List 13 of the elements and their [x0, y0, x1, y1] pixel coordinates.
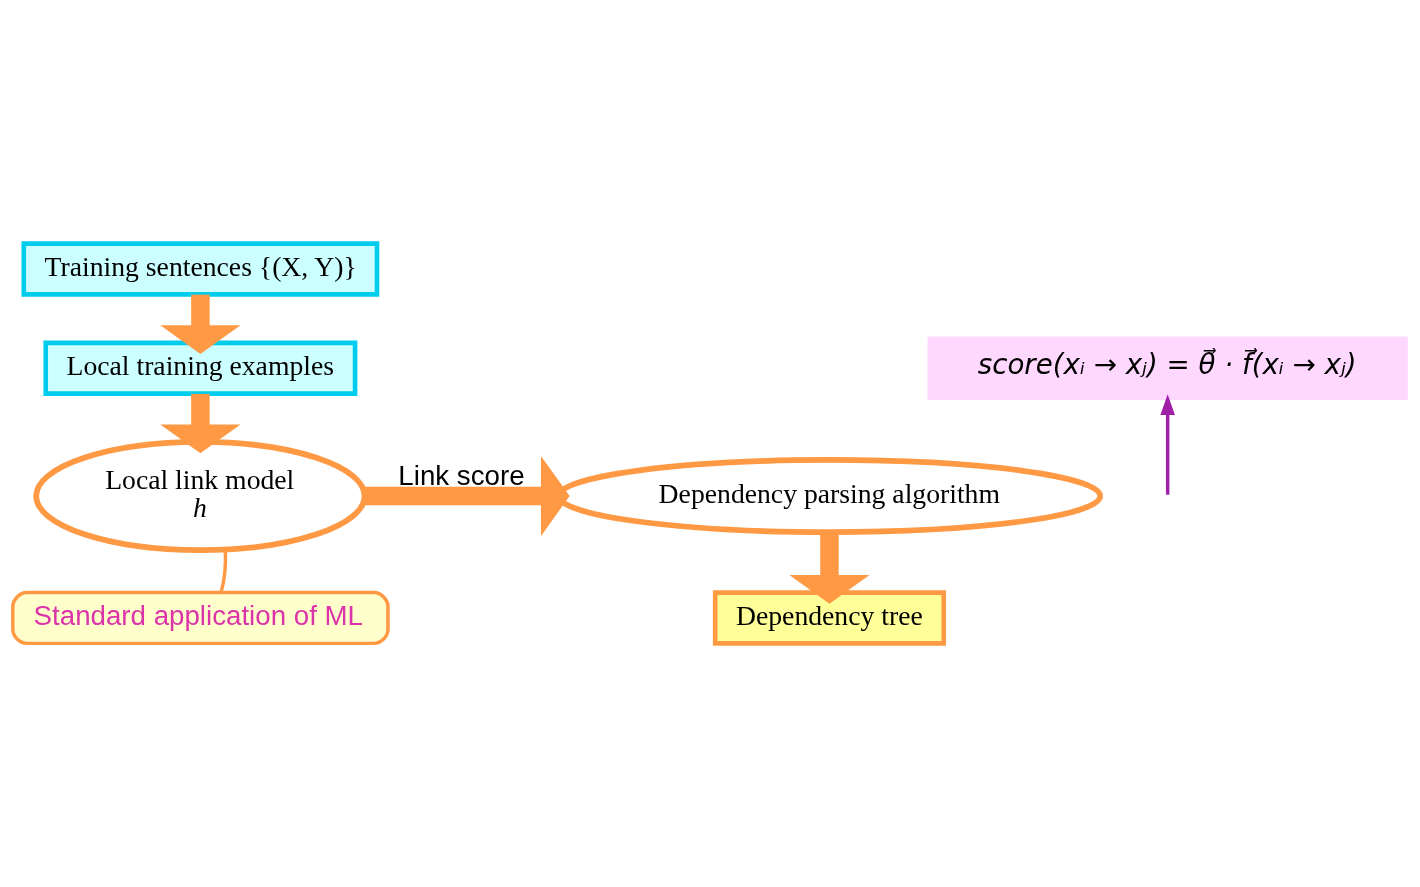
connector	[219, 549, 228, 593]
node-box: Training sentences {(X, Y)}	[21, 241, 380, 297]
edge-label: Link score	[398, 459, 525, 491]
node-box: Local training examples	[43, 340, 358, 396]
arrow	[160, 393, 241, 454]
arrow	[789, 532, 870, 604]
arrow	[364, 455, 570, 537]
node-box: Dependency tree	[712, 590, 947, 646]
node-ellipse: Local link model h	[33, 439, 368, 553]
arrow	[1160, 394, 1175, 495]
arrow	[160, 294, 241, 354]
node-box: score(xᵢ → xⱼ) = θ⃗ · f⃗(xᵢ → xⱼ)	[927, 336, 1408, 400]
node-box: Standard application of ML	[11, 590, 390, 646]
